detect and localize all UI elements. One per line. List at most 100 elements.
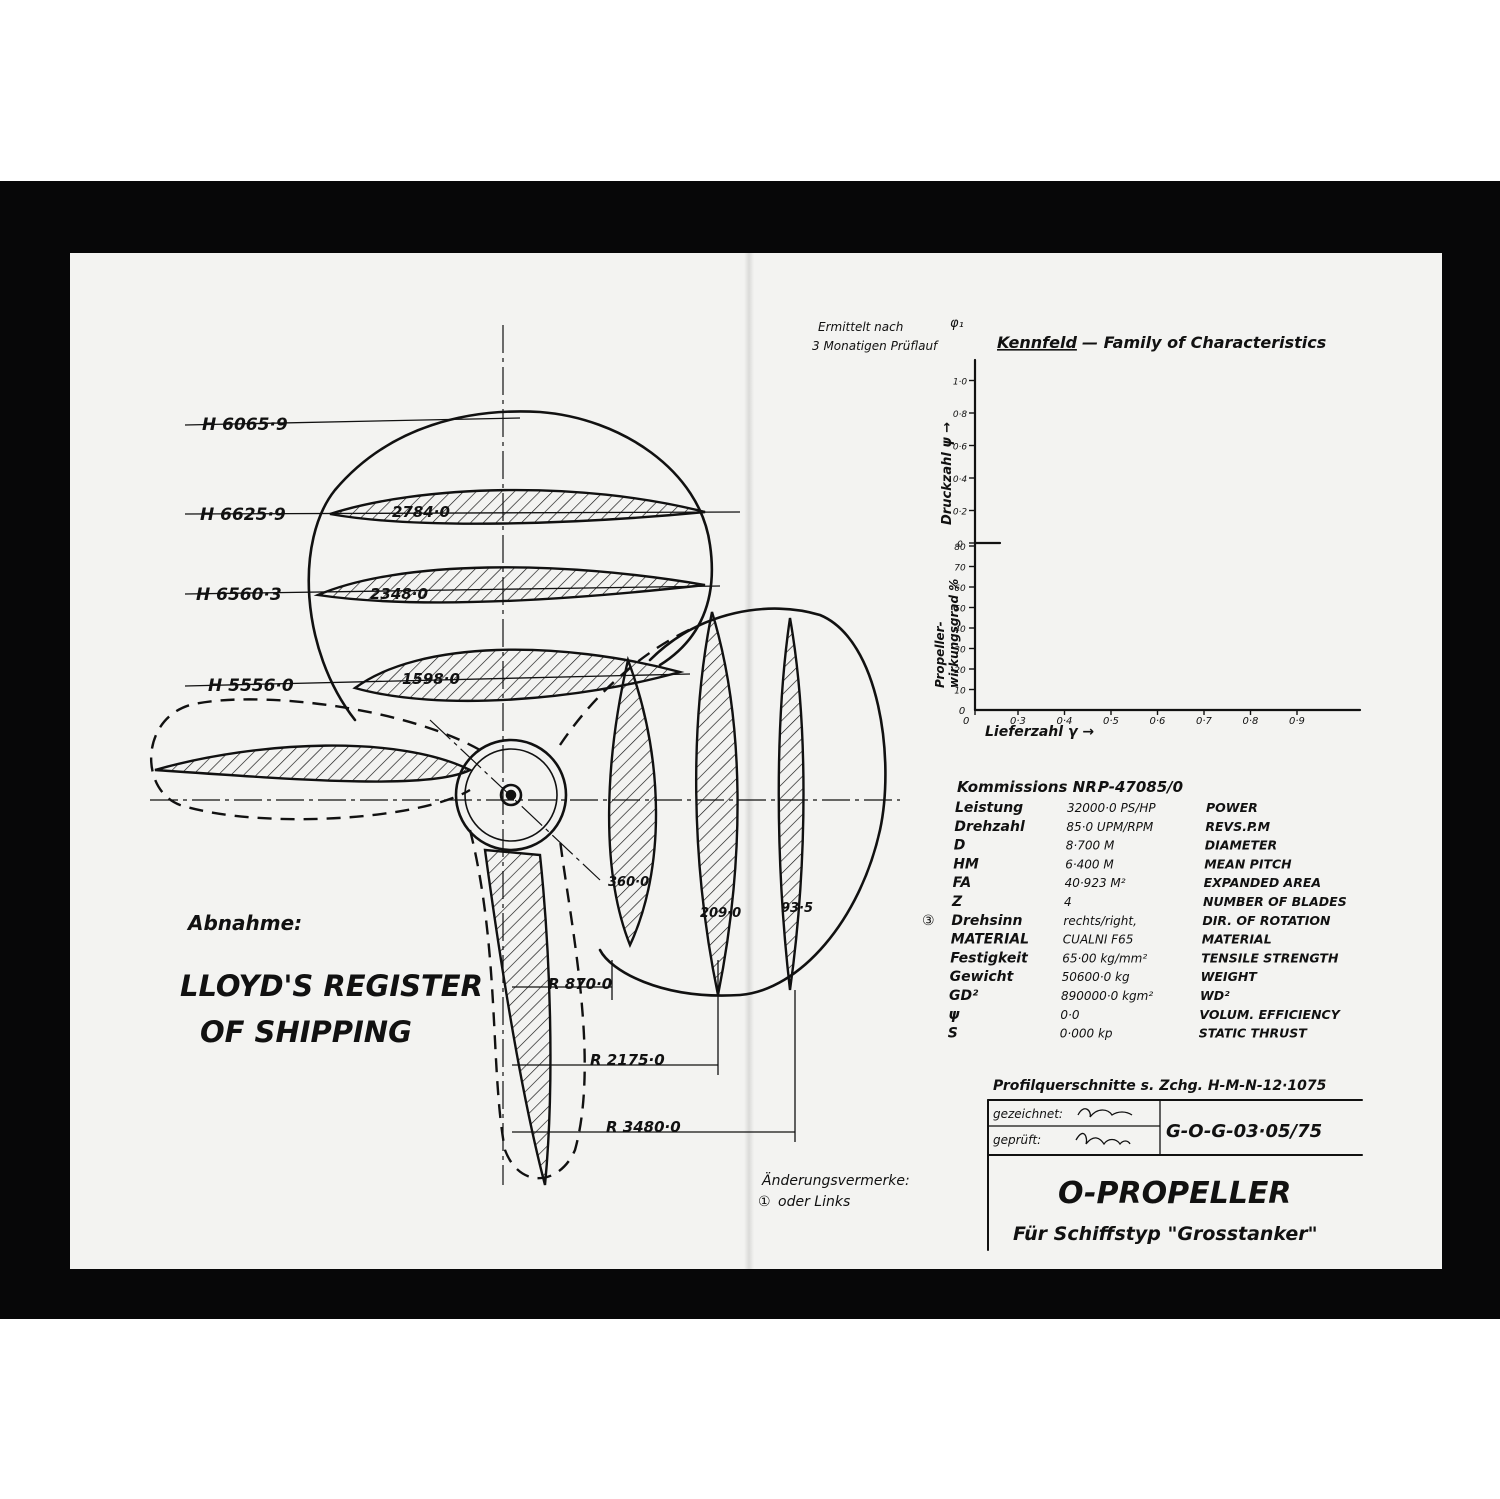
lower-blade-profile [483,848,552,1186]
upper-section-outline [307,410,714,722]
spec-row-label: GD² [949,988,979,1004]
y-tick-label-upper: 1·0 [953,378,968,388]
spec-row-english: MATERIAL [1202,932,1272,947]
spec-row-value: 8·700 M [1066,839,1115,853]
commission-label: Kommissions NR. [957,778,1103,796]
y-tick-label-lower: 30 [954,646,966,656]
drawing-number: G-O-G-03·05/75 [1166,1121,1322,1142]
x-tick-label: 0·5 [1103,716,1119,727]
drawn-by-signature [1077,1108,1133,1118]
spec-row-english: REVS.P.M [1205,819,1270,834]
spec-row-english: POWER [1206,800,1258,815]
chord-label-1: 2784·0 [392,503,450,521]
spec-row-value: 4 [1064,895,1072,909]
acceptance-label: Abnahme: [186,911,302,935]
spec-row-label: Drehzahl [954,819,1025,835]
left-blade-profile [154,744,473,783]
x-tick-label: 0·6 [1150,716,1166,727]
section-view: H 6065·9 H 6625·9 H 6560·3 H 5556·0 2784… [149,325,900,1186]
spec-row-english: VOLUM. EFFICIENCY [1199,1007,1341,1022]
chart-title: — Family of Characteristics [1082,333,1326,352]
specs-table: Kommissions NR. P-47085/0 Leistung 32000·… [922,778,1347,1042]
section-3-profile [352,648,685,703]
y-tick-label-lower: 60 [954,584,966,594]
dashed-blade-outline [149,623,701,1180]
spec-row-value: 890000·0 kgm² [1061,989,1153,1003]
spec-row-value: 40·923 M² [1065,876,1126,890]
spec-row-label: Z [951,894,963,910]
spec-row-value: 85·0 UPM/RPM [1066,820,1154,834]
x-tick-label: 0 [963,716,969,727]
change-notes-marker: ① [758,1194,771,1210]
thickness-label-2: 209·0 [700,906,741,921]
height-label-3: H 6560·3 [196,585,282,605]
x-tick-label: 0·4 [1057,716,1073,727]
y-tick-label-lower: 50 [954,605,966,615]
y-tick-label-upper: 0·4 [953,475,968,485]
y-tick-label-upper: 0·8 [953,410,968,420]
change-notes-item: oder Links [778,1194,850,1210]
spec-row-english: MEAN PITCH [1204,856,1292,871]
thickness-label-3: 93·5 [781,901,813,916]
spec-row-label: MATERIAL [951,932,1029,948]
commission-value: P-47085/0 [1098,778,1183,796]
shaft-center [505,789,517,801]
chart-y-label-upper: Druckzahl ψ → [940,422,955,525]
spec-row-label: D [954,838,966,854]
diagonal-centerline [429,719,601,881]
drawn-by-label: gezeichnet: [993,1107,1063,1121]
spec-row-value: 0·000 kp [1060,1027,1113,1041]
section-2-profile [313,566,706,604]
title-block: Profilquerschnitte s. Zchg. H-M-N-12·107… [987,1078,1363,1251]
spec-row-label: Drehsinn [951,913,1022,929]
thickness-label-1: 360·0 [608,875,649,890]
x-tick-label: 0·3 [1010,716,1026,727]
spec-row-label: S [948,1026,958,1042]
radius-label-3: R 3480·0 [606,1118,681,1136]
spec-row-value: 65·00 kg/mm² [1062,951,1147,965]
y-tick-label-upper: 0·2 [953,508,968,518]
height-label-2: H 6625·9 [200,505,286,525]
x-tick-label: 0·7 [1196,716,1213,727]
lloyds-line-1: LLOYD'S REGISTER [180,969,483,1003]
spec-row-value: rechts/right, [1063,914,1137,928]
y-tick-label-lower: 40 [954,625,966,635]
spec-row-english: STATIC THRUST [1199,1026,1309,1041]
chart-y-label-lower-2: wirkungsgrad % [947,579,961,688]
spec-row-label: Gewicht [950,969,1015,985]
drawing-subtitle: Für Schiffstyp "Grosstanker" [1013,1223,1318,1245]
chart-note-symbol: φ₁ [950,316,964,331]
radius-label-1: R 870·0 [548,975,612,993]
y-tick-label-upper: 0 [957,540,963,550]
shaft-bore [499,783,523,807]
right-section-outline [598,607,887,997]
y-tick-label-lower: 10 [954,687,966,697]
change-notes-title: Änderungsvermerke: [761,1171,910,1189]
y-tick-label-upper: 0·6 [953,443,968,453]
characteristics-chart: Ermittelt nach 3 Monatigen Prüflauf φ₁ K… [812,316,1362,740]
y-tick-label-lower: 70 [954,564,966,574]
section-1-profile [329,488,706,525]
height-label-4: H 5556·0 [208,676,294,696]
spec-row-label: Leistung [955,800,1023,816]
spec-row-english: DIR. OF ROTATION [1202,913,1331,928]
y-tick-label-lower: 80 [954,543,966,553]
spec-row-english: EXPANDED AREA [1204,875,1321,890]
lloyds-line-2: OF SHIPPING [200,1015,412,1049]
spec-row-english: DIAMETER [1205,838,1277,853]
spec-row-value: 50600·0 kg [1062,970,1130,984]
height-label-1: H 6065·9 [202,415,288,435]
thickness-section-3 [777,617,805,991]
hub-outer [454,738,568,852]
chart-note-line-2: 3 Monatigen Prüflauf [812,339,939,353]
thickness-section-2 [695,611,739,996]
x-tick-label: 0·9 [1289,716,1305,727]
hub-inner [464,748,558,842]
spec-row-label: FA [953,875,972,891]
chart-x-label: Lieferzahl γ → [985,724,1094,740]
spec-row-value: 0·0 [1060,1008,1079,1022]
sheet-fold [744,253,754,1269]
checked-by-label: geprüft: [993,1133,1041,1147]
spec-row-english: TENSILE STRENGTH [1201,950,1339,965]
spec-row-value: 32000·0 PS/HP [1067,801,1156,815]
